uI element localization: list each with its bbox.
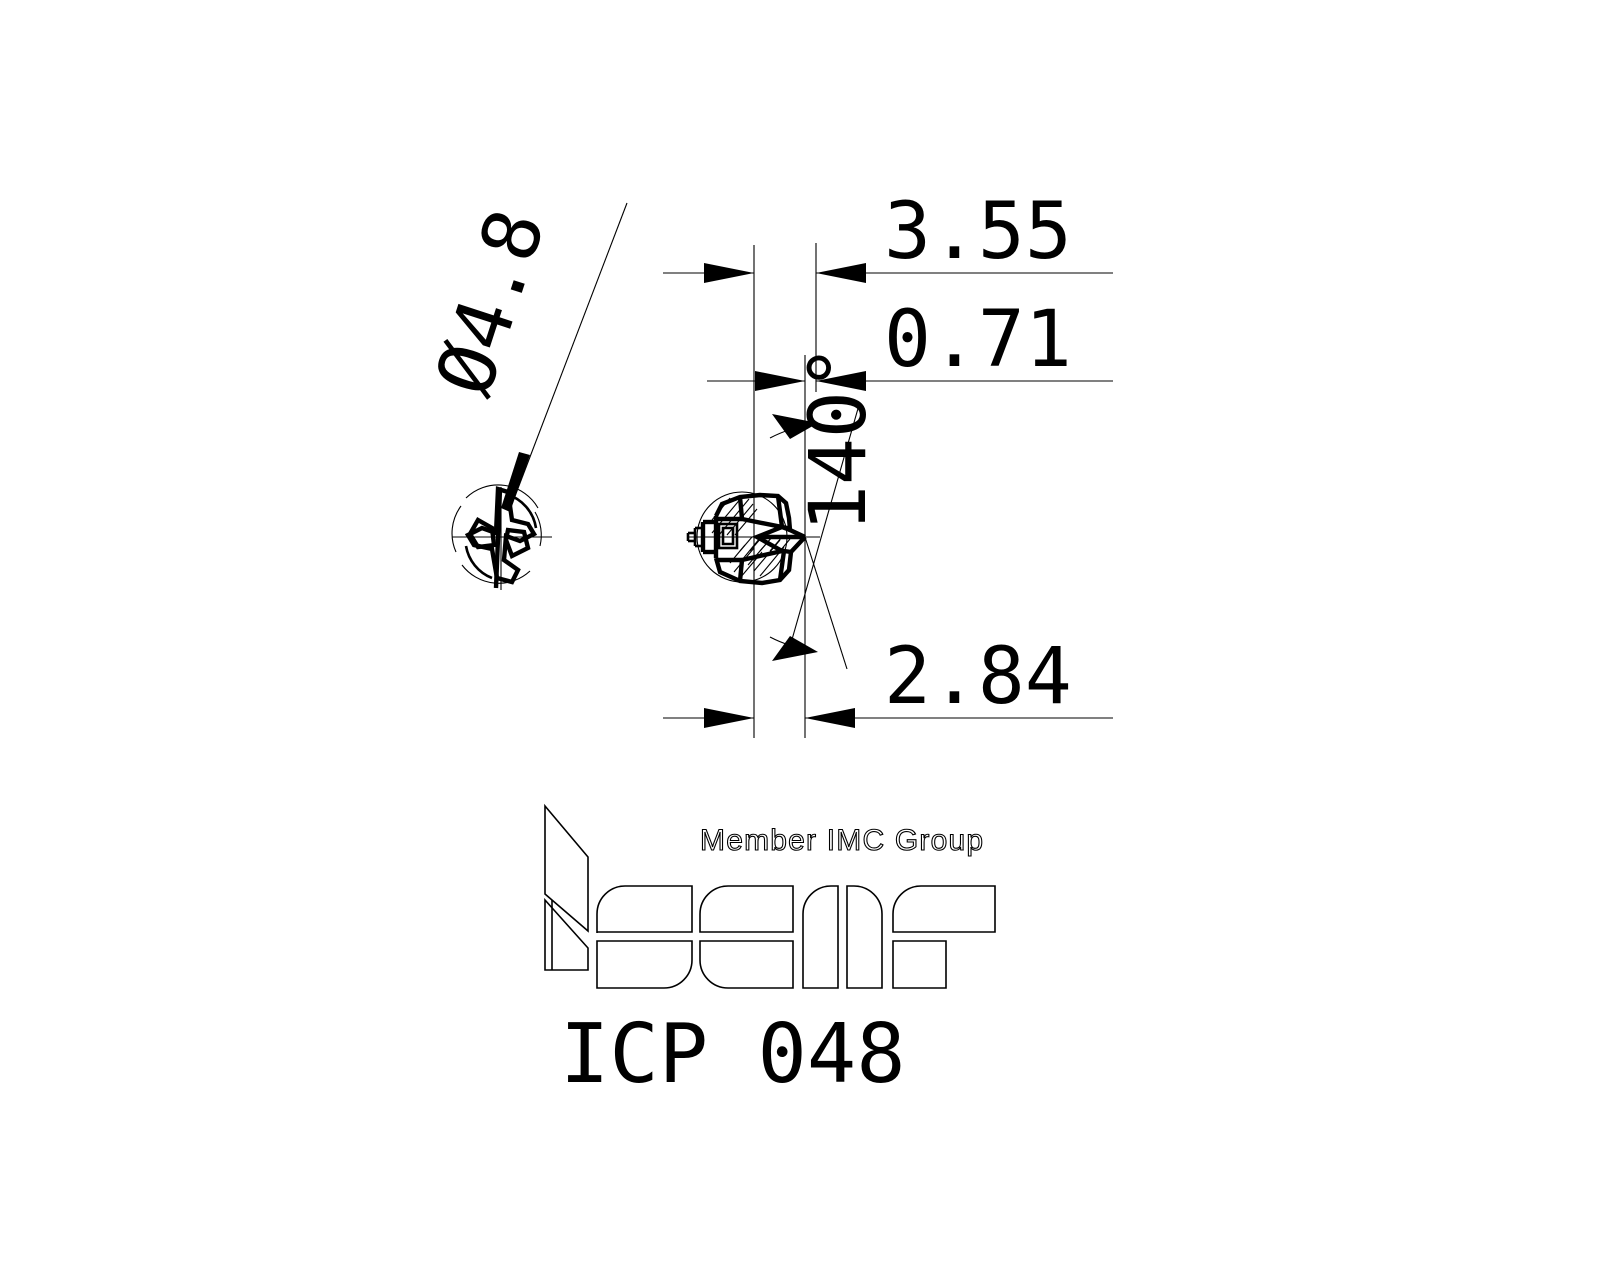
overall-length-dimension: 3.55 <box>663 187 1113 283</box>
logo-letter-s-lower <box>596 940 693 989</box>
point-angle-leg-upper <box>788 404 860 651</box>
overall-length-arrow-left <box>704 263 754 283</box>
point-angle-arrow-upper <box>772 414 818 439</box>
side-view-insert-outline <box>686 492 807 586</box>
logo-tagline: Member IMC Group <box>700 824 984 857</box>
body-length-label: 2.84 <box>884 632 1072 722</box>
diameter-dimension: Ø4.8 <box>419 199 628 512</box>
diameter-leader-arrowhead <box>501 452 530 512</box>
logo-letter-r-stem <box>892 940 947 989</box>
overall-length-arrow-right <box>816 263 866 283</box>
point-angle-label: 140° <box>794 344 884 532</box>
diameter-leader-line <box>511 202 628 505</box>
logo-letter-n <box>846 885 883 989</box>
side-view <box>686 491 820 586</box>
body-length-arrow-right <box>805 708 855 728</box>
logo-letter-c-upper <box>699 885 794 933</box>
iscar-logo: Member IMC Group <box>544 803 996 989</box>
overall-length-label: 3.55 <box>884 187 1072 277</box>
logo-letter-s-upper <box>596 885 693 933</box>
diameter-dimension-label: Ø4.8 <box>419 199 563 405</box>
front-view <box>451 484 552 590</box>
side-view-section-hatch <box>711 496 791 579</box>
step-length-arrow-left <box>755 371 805 391</box>
extension-lines <box>753 243 817 738</box>
point-angle-arrow-lower <box>772 636 818 661</box>
step-length-arrow-right <box>816 371 866 391</box>
body-length-arrow-left <box>704 708 754 728</box>
point-angle-dimension: 140° <box>769 344 884 670</box>
step-length-dimension: 0.71 <box>707 295 1113 391</box>
step-length-label: 0.71 <box>884 295 1072 385</box>
logo-letter-r-arm <box>892 885 996 933</box>
logo-letter-i-stem <box>544 897 589 971</box>
body-length-dimension: 2.84 <box>663 632 1113 728</box>
logo-letter-a <box>802 885 839 989</box>
point-angle-leg-lower <box>804 536 848 670</box>
logo-letter-c-lower <box>699 940 794 989</box>
part-number-title: ICP 048 <box>560 1007 906 1102</box>
logo-letter-i-dot <box>544 803 589 933</box>
front-view-centerlines <box>452 487 552 590</box>
